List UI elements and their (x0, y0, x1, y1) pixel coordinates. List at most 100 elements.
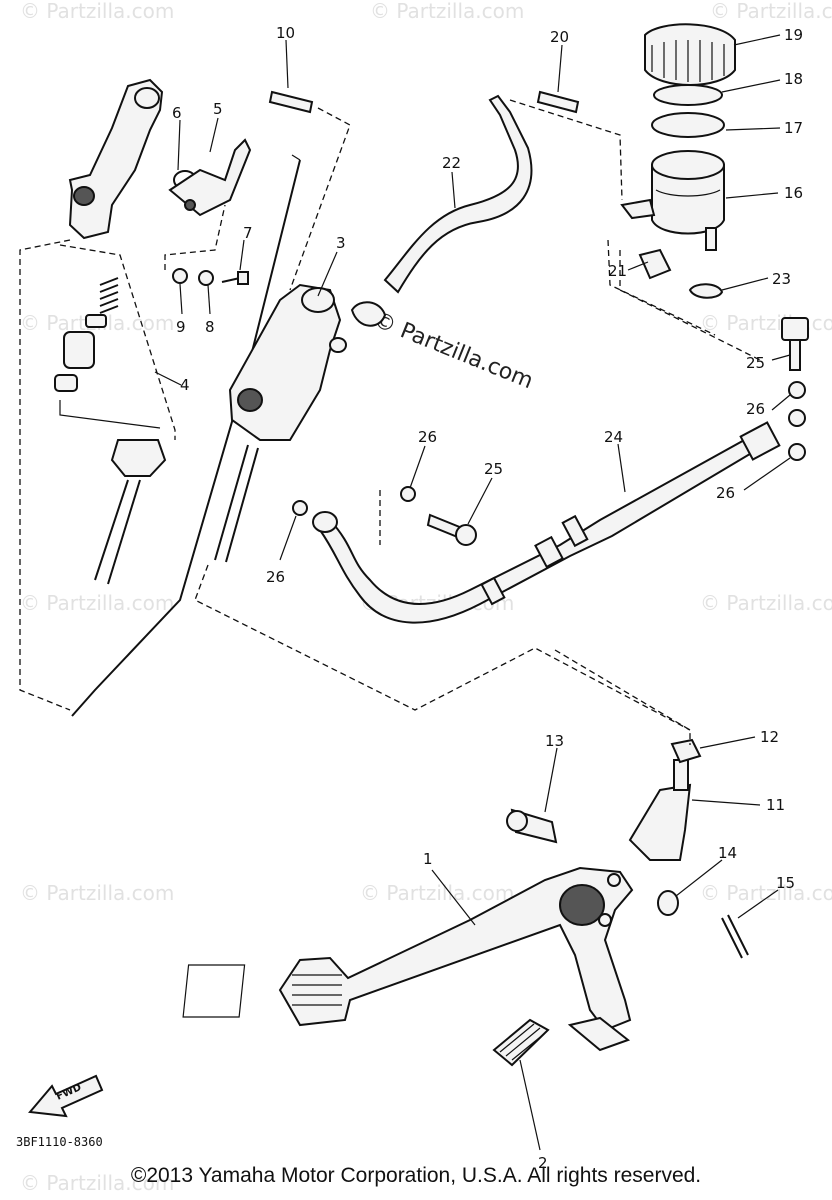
banjo-end (312, 511, 338, 533)
watermark: © Partzilla.com (700, 881, 832, 905)
callout-26: 26 (418, 428, 437, 446)
pedal-hole (607, 873, 621, 887)
leader-16 (725, 192, 779, 199)
push-rod (214, 444, 249, 561)
clevis (628, 783, 692, 861)
callout-1: 1 (423, 850, 433, 868)
leader-26 (409, 445, 426, 489)
watermark-main: © Partzilla.com (370, 307, 537, 394)
callout-2: 2 (538, 1154, 548, 1172)
bolt (536, 90, 580, 114)
leader-13 (544, 747, 558, 813)
reservoir-tank (651, 164, 725, 235)
diaphragm (651, 112, 725, 138)
callout-7: 7 (243, 224, 253, 242)
callout-18: 18 (784, 70, 803, 88)
reservoir-group (536, 23, 736, 336)
leader-26 (743, 457, 791, 491)
pedal-tread-ribs (292, 974, 342, 1006)
spring-coils (499, 1023, 545, 1061)
callout-25: 25 (484, 460, 503, 478)
reservoir-bracket (638, 248, 672, 280)
callout-21: 21 (608, 262, 627, 280)
washer (400, 486, 416, 502)
callout-6: 6 (172, 104, 182, 122)
cylinder-bore (73, 186, 95, 206)
callout-10: 10 (276, 24, 295, 42)
watermark: © Partzilla.com (20, 1171, 174, 1195)
callout-5: 5 (213, 100, 223, 118)
nut (198, 270, 214, 286)
watermark: © Partzilla.com (20, 0, 174, 23)
banjo-fitting (350, 301, 387, 327)
callout-20: 20 (550, 28, 569, 46)
reservoir-level (655, 189, 721, 197)
leader-4 (154, 371, 182, 386)
hose-clip (688, 283, 724, 299)
cylinder-port (301, 287, 335, 313)
lock-nut (670, 738, 702, 764)
master-cylinder-center-group (194, 90, 691, 731)
leader-23 (721, 277, 769, 291)
reservoir-cap (644, 23, 736, 86)
push-rod (225, 447, 259, 563)
leader-22 (451, 171, 456, 209)
leader-14 (675, 859, 723, 897)
group-leader (59, 244, 176, 440)
leader-26 (279, 515, 297, 561)
push-rod (94, 479, 129, 581)
washer (788, 381, 806, 399)
hose-protector (561, 514, 589, 548)
cap-ridges (651, 40, 725, 82)
cylinder-bore (237, 388, 263, 412)
leader-20 (557, 44, 563, 93)
union-bolt-head (781, 317, 809, 341)
reservoir-outlet (705, 227, 717, 251)
watermark: © Partzilla.com (710, 0, 832, 23)
leader-8 (207, 284, 211, 315)
brake-pedal-group (182, 649, 749, 1067)
hose-joint (168, 138, 252, 217)
washer (788, 409, 806, 427)
callout-12: 12 (760, 728, 779, 746)
watermark: © Partzilla.com (700, 311, 832, 335)
callout-14: 14 (718, 844, 737, 862)
union-bolt (789, 339, 801, 371)
callout-11: 11 (766, 796, 785, 814)
callout-22: 22 (442, 154, 461, 172)
callout-9: 9 (176, 318, 186, 336)
callout-3: 3 (336, 234, 346, 252)
pedal-hook (567, 1016, 631, 1052)
pedal-pivot (559, 884, 605, 926)
leader-10 (285, 39, 289, 89)
callout-8: 8 (205, 318, 215, 336)
clevis-rod (673, 759, 689, 791)
washer (788, 443, 806, 461)
leader-12 (699, 736, 756, 749)
group-leader (59, 400, 161, 429)
callout-13: 13 (545, 732, 564, 750)
cylinder-port (134, 87, 160, 109)
linkage-leader (194, 564, 691, 731)
reservoir-tab (620, 198, 656, 220)
washer (172, 268, 188, 284)
callout-26: 26 (716, 484, 735, 502)
watermark-layer: © Partzilla.com © Partzilla.com © Partzi… (20, 0, 832, 1195)
reservoir-leader (607, 239, 716, 336)
leader-19 (733, 34, 781, 46)
brake-hose (318, 436, 762, 624)
pedal-tread (182, 964, 246, 1018)
copyright-notice: ©2013 Yamaha Motor Corporation, U.S.A. A… (130, 1164, 702, 1187)
leader-3 (317, 251, 338, 297)
leader-7 (239, 239, 245, 271)
cylinder-fitting (329, 337, 347, 353)
fwd-arrow-icon: FWD (28, 1074, 104, 1118)
leader-25 (467, 477, 493, 525)
bolt-leader (289, 107, 351, 291)
pedal-hole (598, 913, 612, 927)
leader-25 (771, 354, 791, 361)
leader-9 (179, 283, 183, 315)
callout-24: 24 (604, 428, 623, 446)
leader-21 (627, 261, 649, 271)
